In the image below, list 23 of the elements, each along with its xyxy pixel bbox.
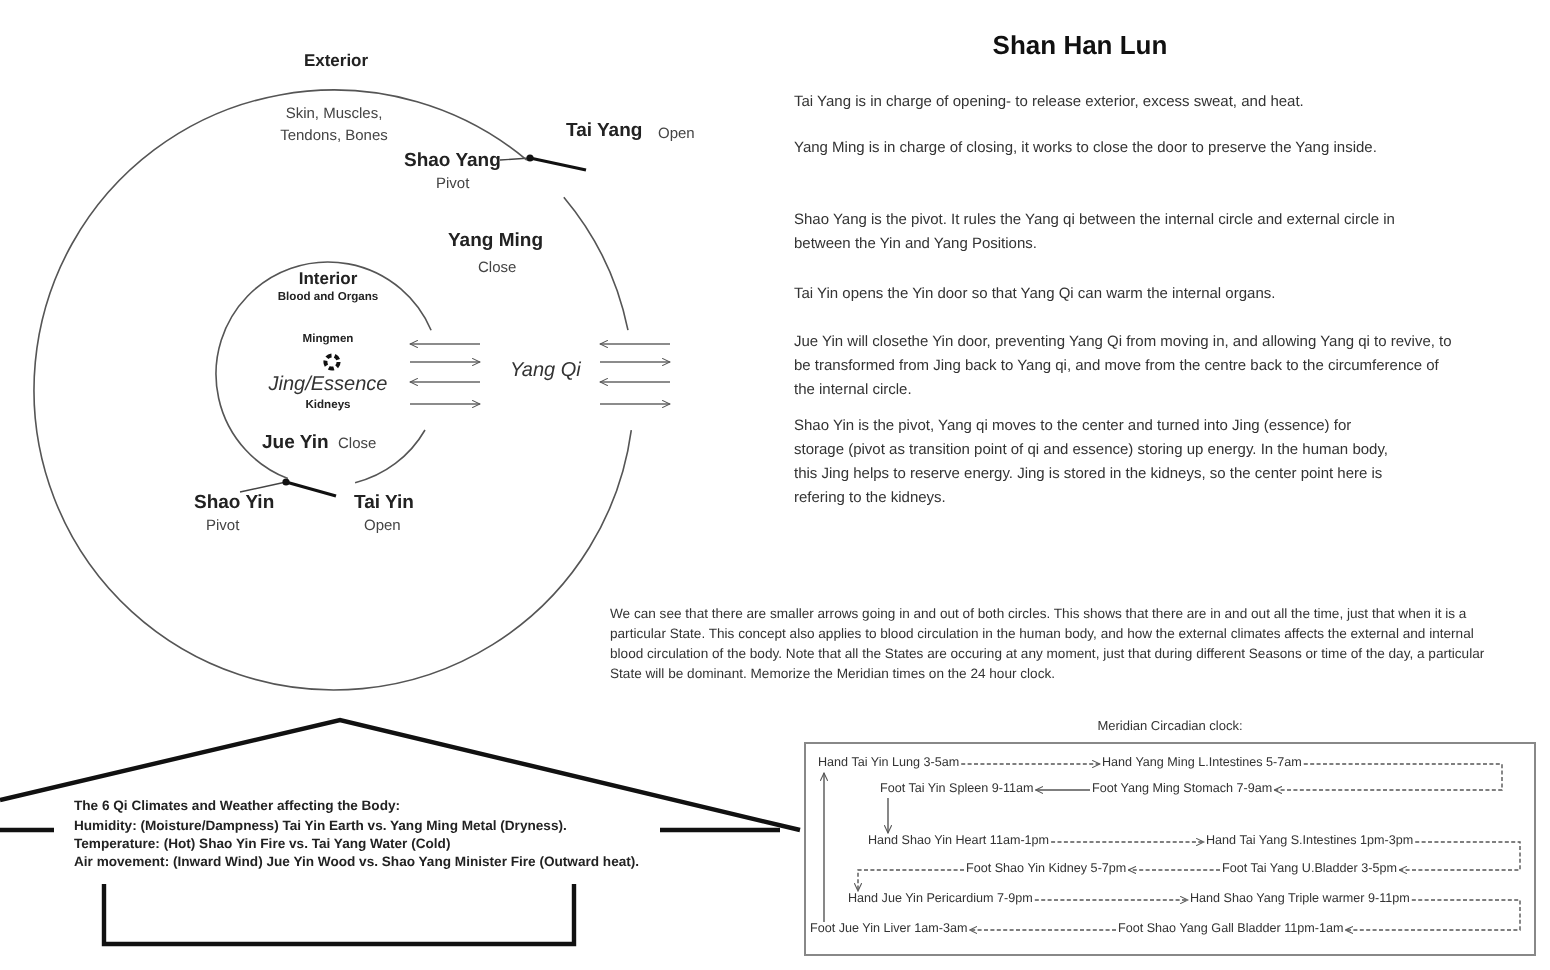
flow-arrow [1050,837,1205,847]
flow-arrow [1034,785,1091,795]
flow-arrow [853,869,965,892]
flow-arrow [1398,841,1521,875]
channel-name: Shao Yin [194,494,275,516]
channel-name: Tai Yang [566,122,643,144]
flow-arrow [1273,763,1503,795]
channel-name: Jue Yin [262,434,329,456]
flow-arrow [1034,895,1189,905]
flow-arrow [1344,899,1521,935]
flow-arrow [960,759,1101,769]
channel-name: Tai Yin [354,494,414,516]
page-title: Shan Han Lun [990,30,1170,60]
flow-arrow [819,772,829,923]
region-heading: Exterior [301,52,371,72]
channel-name: Shao Yang [404,152,501,174]
channel-name: Yang Ming [448,232,543,254]
qi-label: Yang Qi [510,360,581,383]
flow-arrow [968,925,1117,935]
flow-arrow [1127,865,1221,875]
essence-label: Jing/Essence [266,374,390,397]
region-heading: Interior [296,270,360,290]
flow-arrow [883,797,893,834]
